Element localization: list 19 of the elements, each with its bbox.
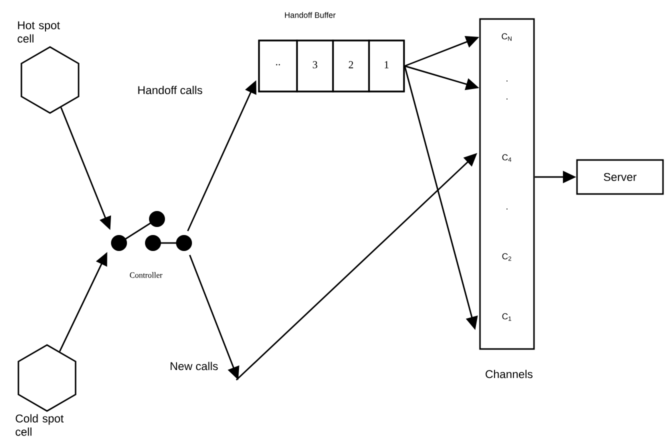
- buffer-label: Handoff Buffer: [285, 12, 336, 18]
- channel-label: C$_{2}$: [502, 253, 512, 261]
- cell-label: Hot spot cell: [18, 21, 60, 43]
- channel-label: .: [506, 80, 508, 82]
- edge-label: Handoff calls: [136, 84, 204, 96]
- controller-label: Controller: [130, 272, 162, 278]
- buffer-slot: 1: [368, 40, 405, 92]
- channel-label: C$_{4}$: [502, 154, 512, 162]
- buffer-slot: ..: [258, 40, 298, 92]
- channel-label: .: [506, 98, 508, 100]
- channel-label: .: [506, 208, 508, 210]
- server-box: Server: [576, 159, 664, 195]
- channel-label: C$_{1}$: [502, 313, 512, 321]
- buffer-slot: 2: [332, 40, 370, 92]
- buffer-slot: 3: [296, 40, 334, 92]
- channels-label: Channels: [486, 370, 533, 378]
- call-label: New calls: [170, 362, 218, 370]
- cell-label: Cold spot cell: [16, 414, 64, 436]
- channel-label: C$_{N}$: [502, 33, 512, 41]
